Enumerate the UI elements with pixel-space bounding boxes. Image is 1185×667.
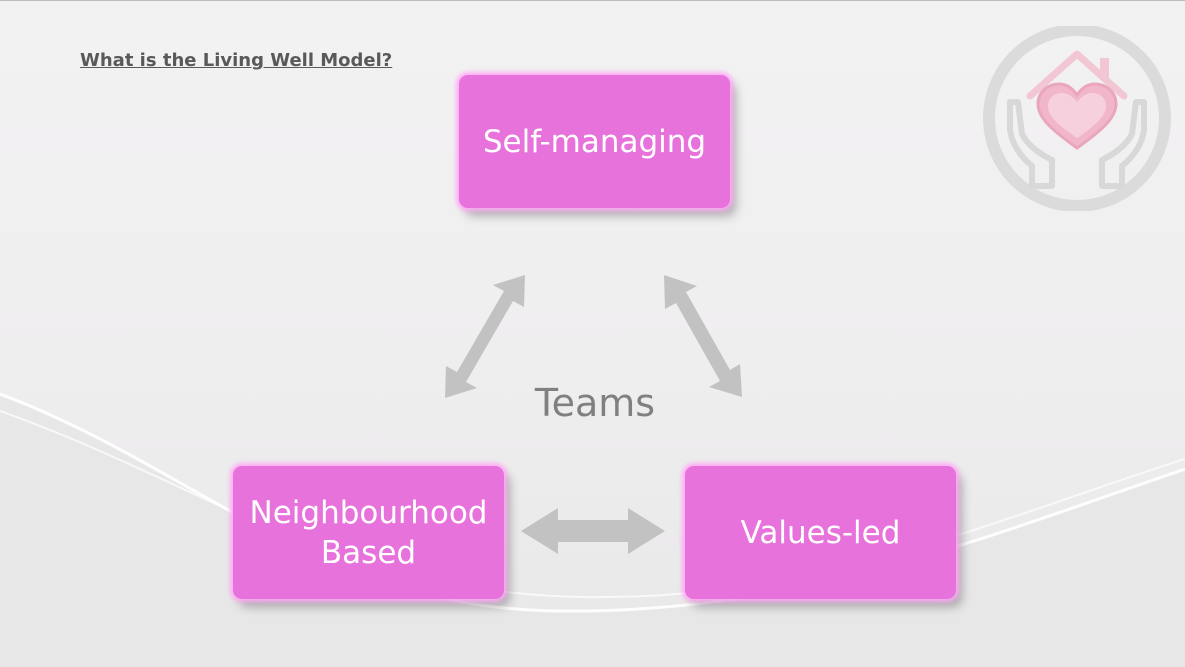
slide-title: What is the Living Well Model? [80, 50, 393, 71]
node-neighbourhood-label-line1: Neighbourhood [249, 494, 488, 531]
node-neighbourhood-label-line2: Based [320, 534, 417, 571]
double-arrow-top-left [445, 275, 525, 398]
node-values-led-label: Values-led [740, 514, 901, 551]
double-arrow-bottom [521, 508, 665, 554]
node-self-managing-label: Self-managing [482, 123, 707, 160]
node-self-managing: Self-managing [459, 75, 730, 208]
double-arrow-top-right [664, 275, 742, 397]
node-neighbourhood-based: Neighbourhood Based [233, 466, 504, 599]
node-values-led: Values-led [685, 466, 956, 599]
center-label-teams: Teams [534, 381, 656, 425]
house-heart-hands-icon [983, 26, 1171, 211]
